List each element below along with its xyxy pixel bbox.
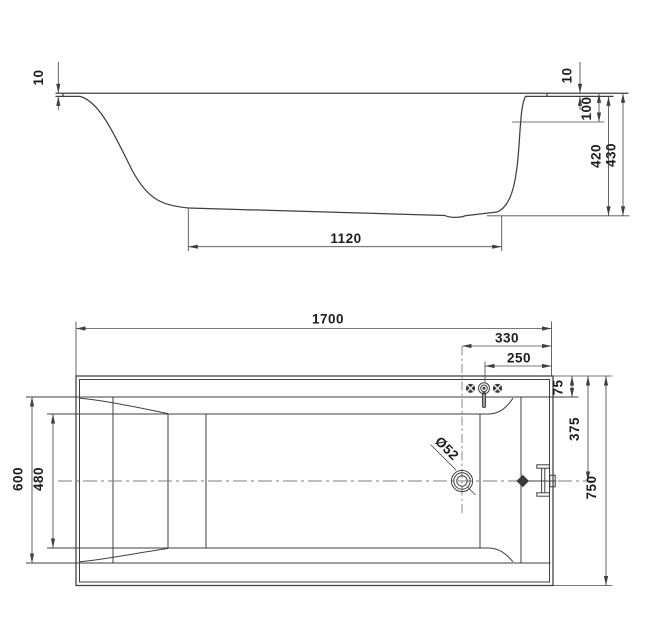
- handle-cone-icon: [516, 474, 529, 488]
- drain-from-edge-label: 375: [567, 417, 582, 441]
- side-view: 10 10 100 420 430 1120: [31, 62, 630, 251]
- handle-cap-top: [536, 464, 550, 469]
- drain: Ø52: [430, 346, 476, 513]
- sensor-ring-outer: [478, 382, 490, 395]
- backrest-slope-top: [79, 397, 169, 415]
- faucet-hole-left-cross: [466, 384, 475, 392]
- drain-from-end-label: 330: [495, 331, 519, 346]
- bowl-bottom-edge: [47, 547, 514, 563]
- drain-outer-circle: [450, 469, 474, 493]
- inner-height-label: 420: [589, 144, 604, 168]
- tub-wall-right: [496, 95, 527, 213]
- rim-band-width-label: 75: [551, 379, 566, 395]
- sensor-center-dot: [482, 386, 486, 390]
- tub-bottom: [187, 207, 498, 218]
- faucet-hole-right-cross: [493, 384, 502, 392]
- handle-cap-bottom: [536, 492, 550, 497]
- tub-wall-left: [79, 95, 189, 209]
- handle-wall-plate: [549, 474, 556, 488]
- sensor-ring-inner: [480, 384, 488, 393]
- drain-diameter-label: Ø52: [432, 434, 462, 464]
- opening-width-label: 600: [11, 467, 26, 491]
- drain-leader-line: [430, 444, 457, 471]
- total-width-label: 750: [584, 475, 599, 499]
- rim-thickness-left-label: 10: [31, 69, 46, 85]
- ledge-depth-label: 100: [579, 96, 594, 120]
- faucet-from-end-label: 250: [507, 351, 531, 366]
- drain-middle-circle: [453, 472, 471, 490]
- bottom-width-label: 480: [31, 467, 46, 491]
- rim-thickness-right-label: 10: [560, 67, 575, 83]
- drain-leader-line-2: [466, 486, 476, 496]
- drain-inner-circle: [456, 475, 468, 487]
- total-height-label: 430: [604, 143, 619, 167]
- waste-handle: [516, 464, 557, 497]
- plan-view: Ø52: [11, 312, 613, 587]
- total-length-label: 1700: [312, 312, 344, 327]
- sensor-stem: [481, 392, 487, 408]
- backrest-slope-bottom: [79, 547, 169, 563]
- faucet-holes: [465, 382, 503, 408]
- bowl-top-edge: [47, 397, 514, 415]
- bottom-length-label: 1120: [330, 231, 361, 246]
